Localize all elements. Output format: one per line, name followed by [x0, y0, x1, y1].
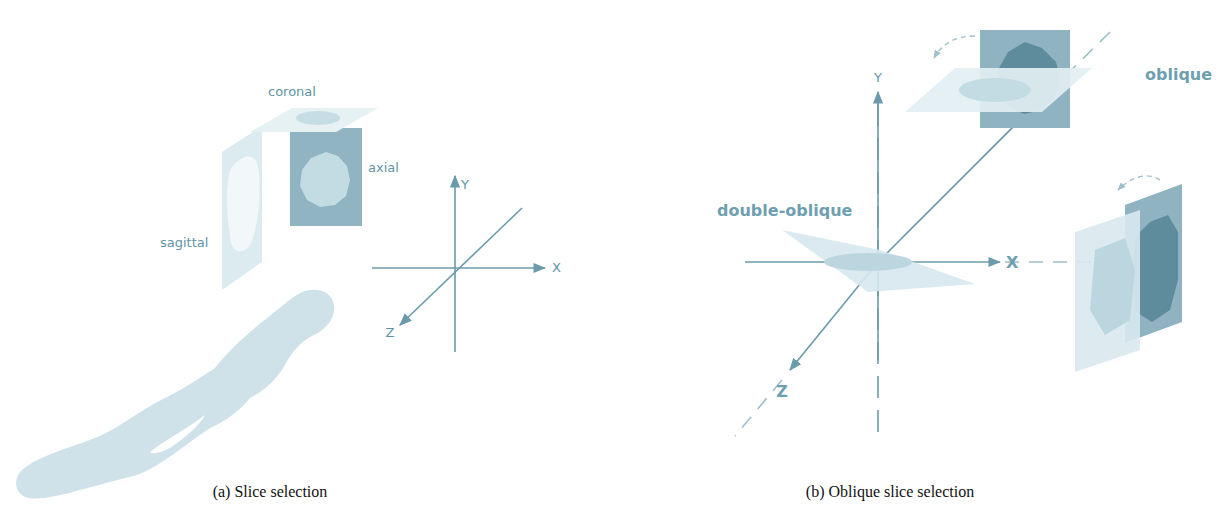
rotation-arrow [1118, 176, 1160, 190]
plane-label: oblique [1145, 66, 1212, 84]
z-axis-extension [735, 380, 782, 436]
plane-label: double-oblique [717, 202, 852, 220]
sagittal-section [227, 156, 260, 251]
axis-label: Y [461, 178, 469, 192]
double-oblique-plane [782, 230, 975, 292]
plane-label: sagittal [160, 236, 208, 250]
axial-plane [290, 128, 362, 226]
axis-label: X [1006, 254, 1018, 272]
axial-section [300, 152, 350, 207]
y-axis [454, 176, 456, 352]
oblique-plane-section [959, 78, 1031, 102]
oblique-plane [1075, 210, 1140, 372]
axis-label: Z [386, 326, 395, 340]
caption: (b) Oblique slice selection [806, 483, 974, 501]
plane-label: coronal [268, 85, 316, 99]
double-oblique-section [824, 253, 912, 271]
oblique-plane-section [1090, 238, 1135, 335]
z-axis [400, 208, 522, 325]
caption: (a) Slice selection [213, 483, 328, 501]
oblique-plane [905, 68, 1092, 112]
leg-gap [150, 415, 205, 453]
axis-label: Z [776, 383, 788, 401]
axis-label: X [552, 261, 561, 275]
coronal-plane [250, 108, 378, 132]
plane-label: axial [368, 161, 399, 175]
patient-silhouette [16, 290, 334, 499]
sagittal-plane [222, 126, 262, 290]
coronal-section [296, 111, 340, 125]
rotation-arrow [934, 36, 975, 58]
y-axis [877, 92, 879, 360]
axis-label: Y [874, 71, 882, 85]
